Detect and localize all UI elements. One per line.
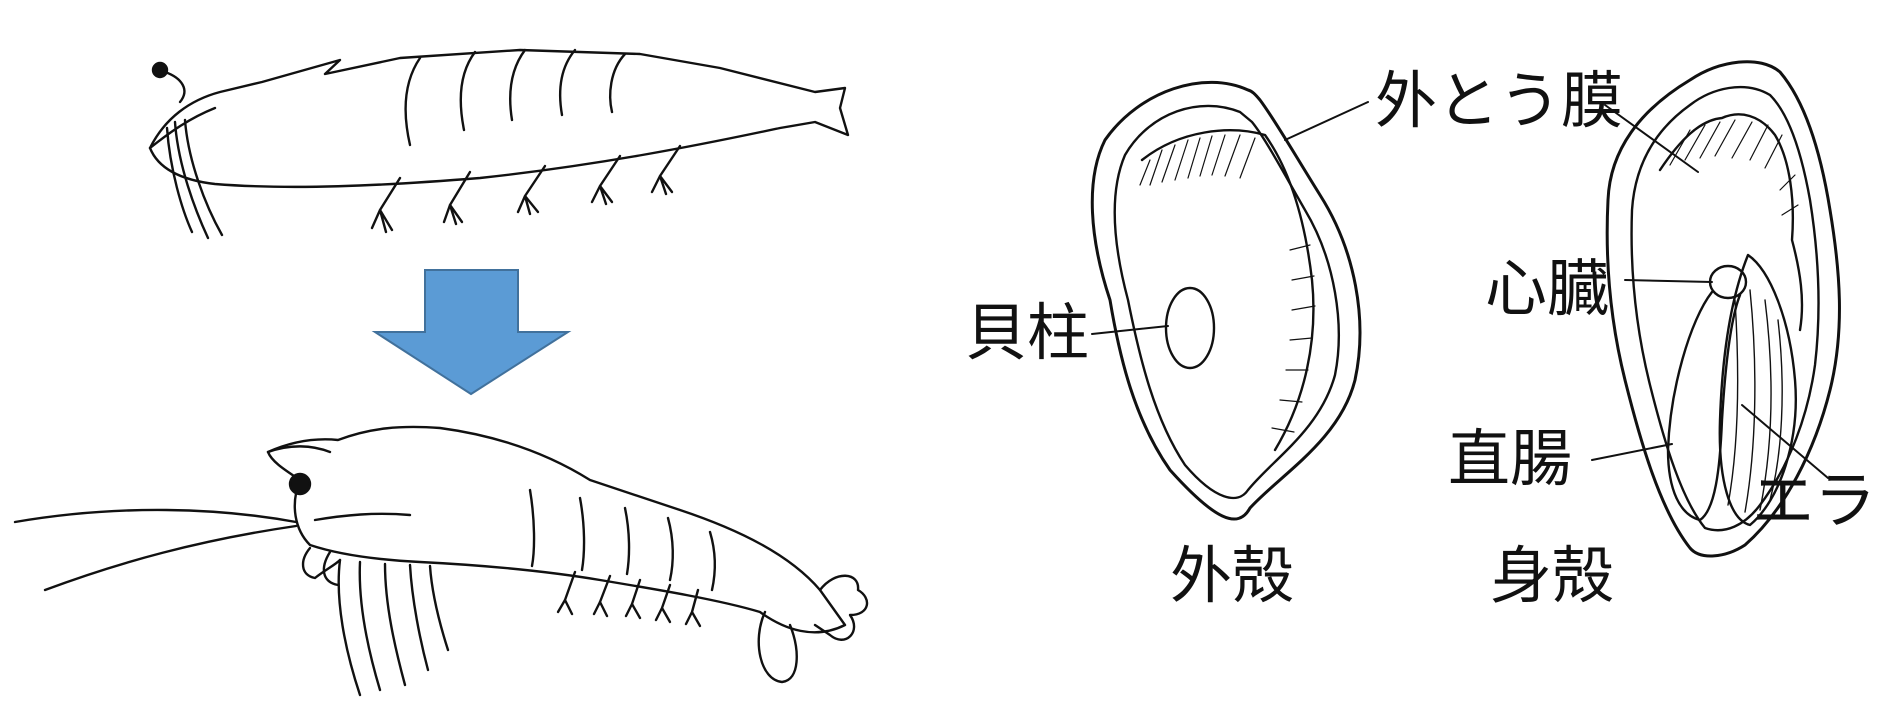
heart-organ [1710,266,1746,298]
adult-shrimp-segment-5 [710,532,715,590]
adult-shrimp-tail-fan [815,576,867,640]
adult-shrimp-eye [290,474,310,494]
label-gills: エラ [1752,470,1876,532]
adult-shrimp-segment-3 [625,508,629,574]
label-body-shell: 身殻 [1490,545,1614,607]
larval-shrimp-eye [153,63,167,77]
larval-shrimp-segment-5 [610,54,625,112]
label-outer-mantle: 外とう膜 [1375,70,1623,132]
outer-shell-outline [1092,82,1360,519]
larval-shrimp-segment-2 [461,52,475,130]
adult-shrimp-segment-4 [668,518,673,580]
label-heart: 心臓 [1485,258,1609,320]
larval-shrimp-head-line [150,108,215,148]
larval-shrimp-leg-1 [372,178,400,232]
larval-shrimp-eyestalk [165,72,184,102]
leader-outer-mantle-left [1285,102,1368,140]
adult-shrimp-antenna-2 [45,526,296,590]
leader-heart [1625,280,1712,282]
adult-shrimp-swimmeret-2 [594,576,610,616]
label-rectum: 直腸 [1448,428,1572,490]
adult-shrimp-walking-leg-4 [410,565,428,670]
arrow-down-icon [375,270,568,394]
adductor-muscle-scar [1166,288,1214,368]
outer-shell-mantle-edge [1142,130,1313,450]
oyster-outer-shell-drawing [1092,82,1360,519]
label-adductor-muscle: 貝柱 [965,302,1089,364]
adult-shrimp-carapace-line [315,514,410,520]
adult-shrimp-walking-leg-2 [360,562,380,690]
adult-shrimp-walking-leg-1 [339,560,360,695]
larval-shrimp-body [150,50,848,187]
adult-shrimp-walking-leg-5 [430,566,448,650]
larval-shrimp-drawing [150,50,848,238]
adult-shrimp-carapace [268,427,845,632]
larval-shrimp-segment-3 [510,50,525,120]
leader-adductor-muscle [1092,326,1168,334]
adult-shrimp-segment-1 [530,490,534,566]
adult-shrimp-cheliped-2 [324,552,338,585]
larval-shrimp-segment-4 [560,50,575,115]
adult-shrimp-segment-2 [580,498,584,570]
label-outer-shell: 外殻 [1170,545,1294,607]
adult-shrimp-walking-leg-3 [385,564,405,685]
adult-shrimp-drawing [15,427,867,695]
larval-shrimp-antenna-1 [185,120,222,235]
leader-rectum [1592,444,1672,460]
adult-shrimp-antenna-1 [15,510,296,522]
larval-shrimp-segment-1 [406,58,420,145]
adult-shrimp-swimmeret-1 [558,572,575,614]
